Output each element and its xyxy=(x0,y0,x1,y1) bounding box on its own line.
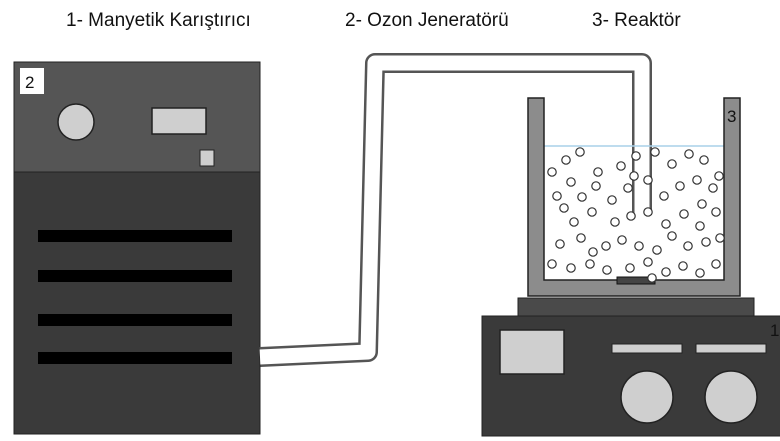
bubble xyxy=(714,171,724,181)
bubble xyxy=(678,261,688,271)
stirrer-indicator-2 xyxy=(695,343,767,354)
generator-switch xyxy=(199,149,215,167)
bubble xyxy=(684,149,694,159)
bubble xyxy=(610,217,620,227)
bubble xyxy=(629,171,639,181)
bubble xyxy=(566,177,576,187)
bubble xyxy=(631,151,641,161)
bubble xyxy=(607,195,617,205)
vent-slot-1 xyxy=(38,230,232,242)
bubble xyxy=(650,147,660,157)
bubble xyxy=(708,183,718,193)
stirrer-top-plate xyxy=(517,297,755,317)
bubble xyxy=(588,247,598,257)
bubble xyxy=(617,235,627,245)
bubble xyxy=(602,265,612,275)
heat-knob xyxy=(704,370,758,424)
bubble xyxy=(555,239,565,249)
bubble xyxy=(715,233,725,243)
bubble xyxy=(577,192,587,202)
speed-knob xyxy=(620,370,674,424)
generator-number-label: 2 xyxy=(25,73,34,92)
bubble xyxy=(695,221,705,231)
bubbles xyxy=(547,147,725,283)
bubble xyxy=(561,155,571,165)
bubble xyxy=(587,207,597,217)
bubble xyxy=(683,241,693,251)
legend-magnetic-stirrer: 1- Manyetik Karıştırıcı xyxy=(66,10,251,31)
ozone-tube xyxy=(259,53,652,367)
bubble xyxy=(547,167,557,177)
vent-slot-3 xyxy=(38,314,232,326)
generator-body xyxy=(13,171,261,435)
bubble xyxy=(697,199,707,209)
bubble xyxy=(711,259,721,269)
bubble xyxy=(601,241,611,251)
bubble xyxy=(667,231,677,241)
bubble xyxy=(675,181,685,191)
bubble xyxy=(695,268,705,278)
generator-number-box xyxy=(20,68,44,94)
bubble xyxy=(692,175,702,185)
bubble xyxy=(623,183,633,193)
bubble xyxy=(576,233,586,243)
bubble xyxy=(616,161,626,171)
bubble xyxy=(701,237,711,247)
bubble xyxy=(585,259,595,269)
vent-slot-4 xyxy=(38,352,232,364)
bubble xyxy=(591,181,601,191)
bubble xyxy=(626,211,636,221)
reactor-vessel xyxy=(527,97,741,297)
generator-knob xyxy=(57,103,95,141)
legend-ozone-generator: 2- Ozon Jeneratörü xyxy=(345,10,509,31)
bubble xyxy=(566,263,576,273)
bubble xyxy=(559,203,569,213)
bubble xyxy=(625,263,635,273)
bubble xyxy=(547,259,557,269)
bubble xyxy=(634,241,644,251)
stirrer-number-label: 1 xyxy=(770,321,779,340)
reactor: 3 xyxy=(527,97,741,297)
bubble xyxy=(575,147,585,157)
bubble xyxy=(647,273,657,283)
bubble xyxy=(643,207,653,217)
stirrer-display xyxy=(499,329,565,375)
stirrer-indicator-1 xyxy=(611,343,683,354)
bubble xyxy=(661,267,671,277)
bubble xyxy=(593,167,603,177)
vent-slot-2 xyxy=(38,270,232,282)
generator-display xyxy=(151,107,207,135)
bubble xyxy=(711,207,721,217)
bubble xyxy=(679,209,689,219)
bubble xyxy=(569,217,579,227)
bubble xyxy=(652,245,662,255)
bubble xyxy=(643,175,653,185)
reactor-number-label: 3 xyxy=(727,107,736,126)
bubble xyxy=(699,155,709,165)
magnetic-stirrer: 1 xyxy=(481,297,780,437)
bubble xyxy=(643,257,653,267)
generator-top-panel xyxy=(13,61,261,173)
legend-reactor: 3- Reaktör xyxy=(592,10,681,31)
bubble xyxy=(667,159,677,169)
bubble xyxy=(661,219,671,229)
bubble xyxy=(552,191,562,201)
bubble xyxy=(659,191,669,201)
ozone-generator: 2 xyxy=(13,61,261,435)
